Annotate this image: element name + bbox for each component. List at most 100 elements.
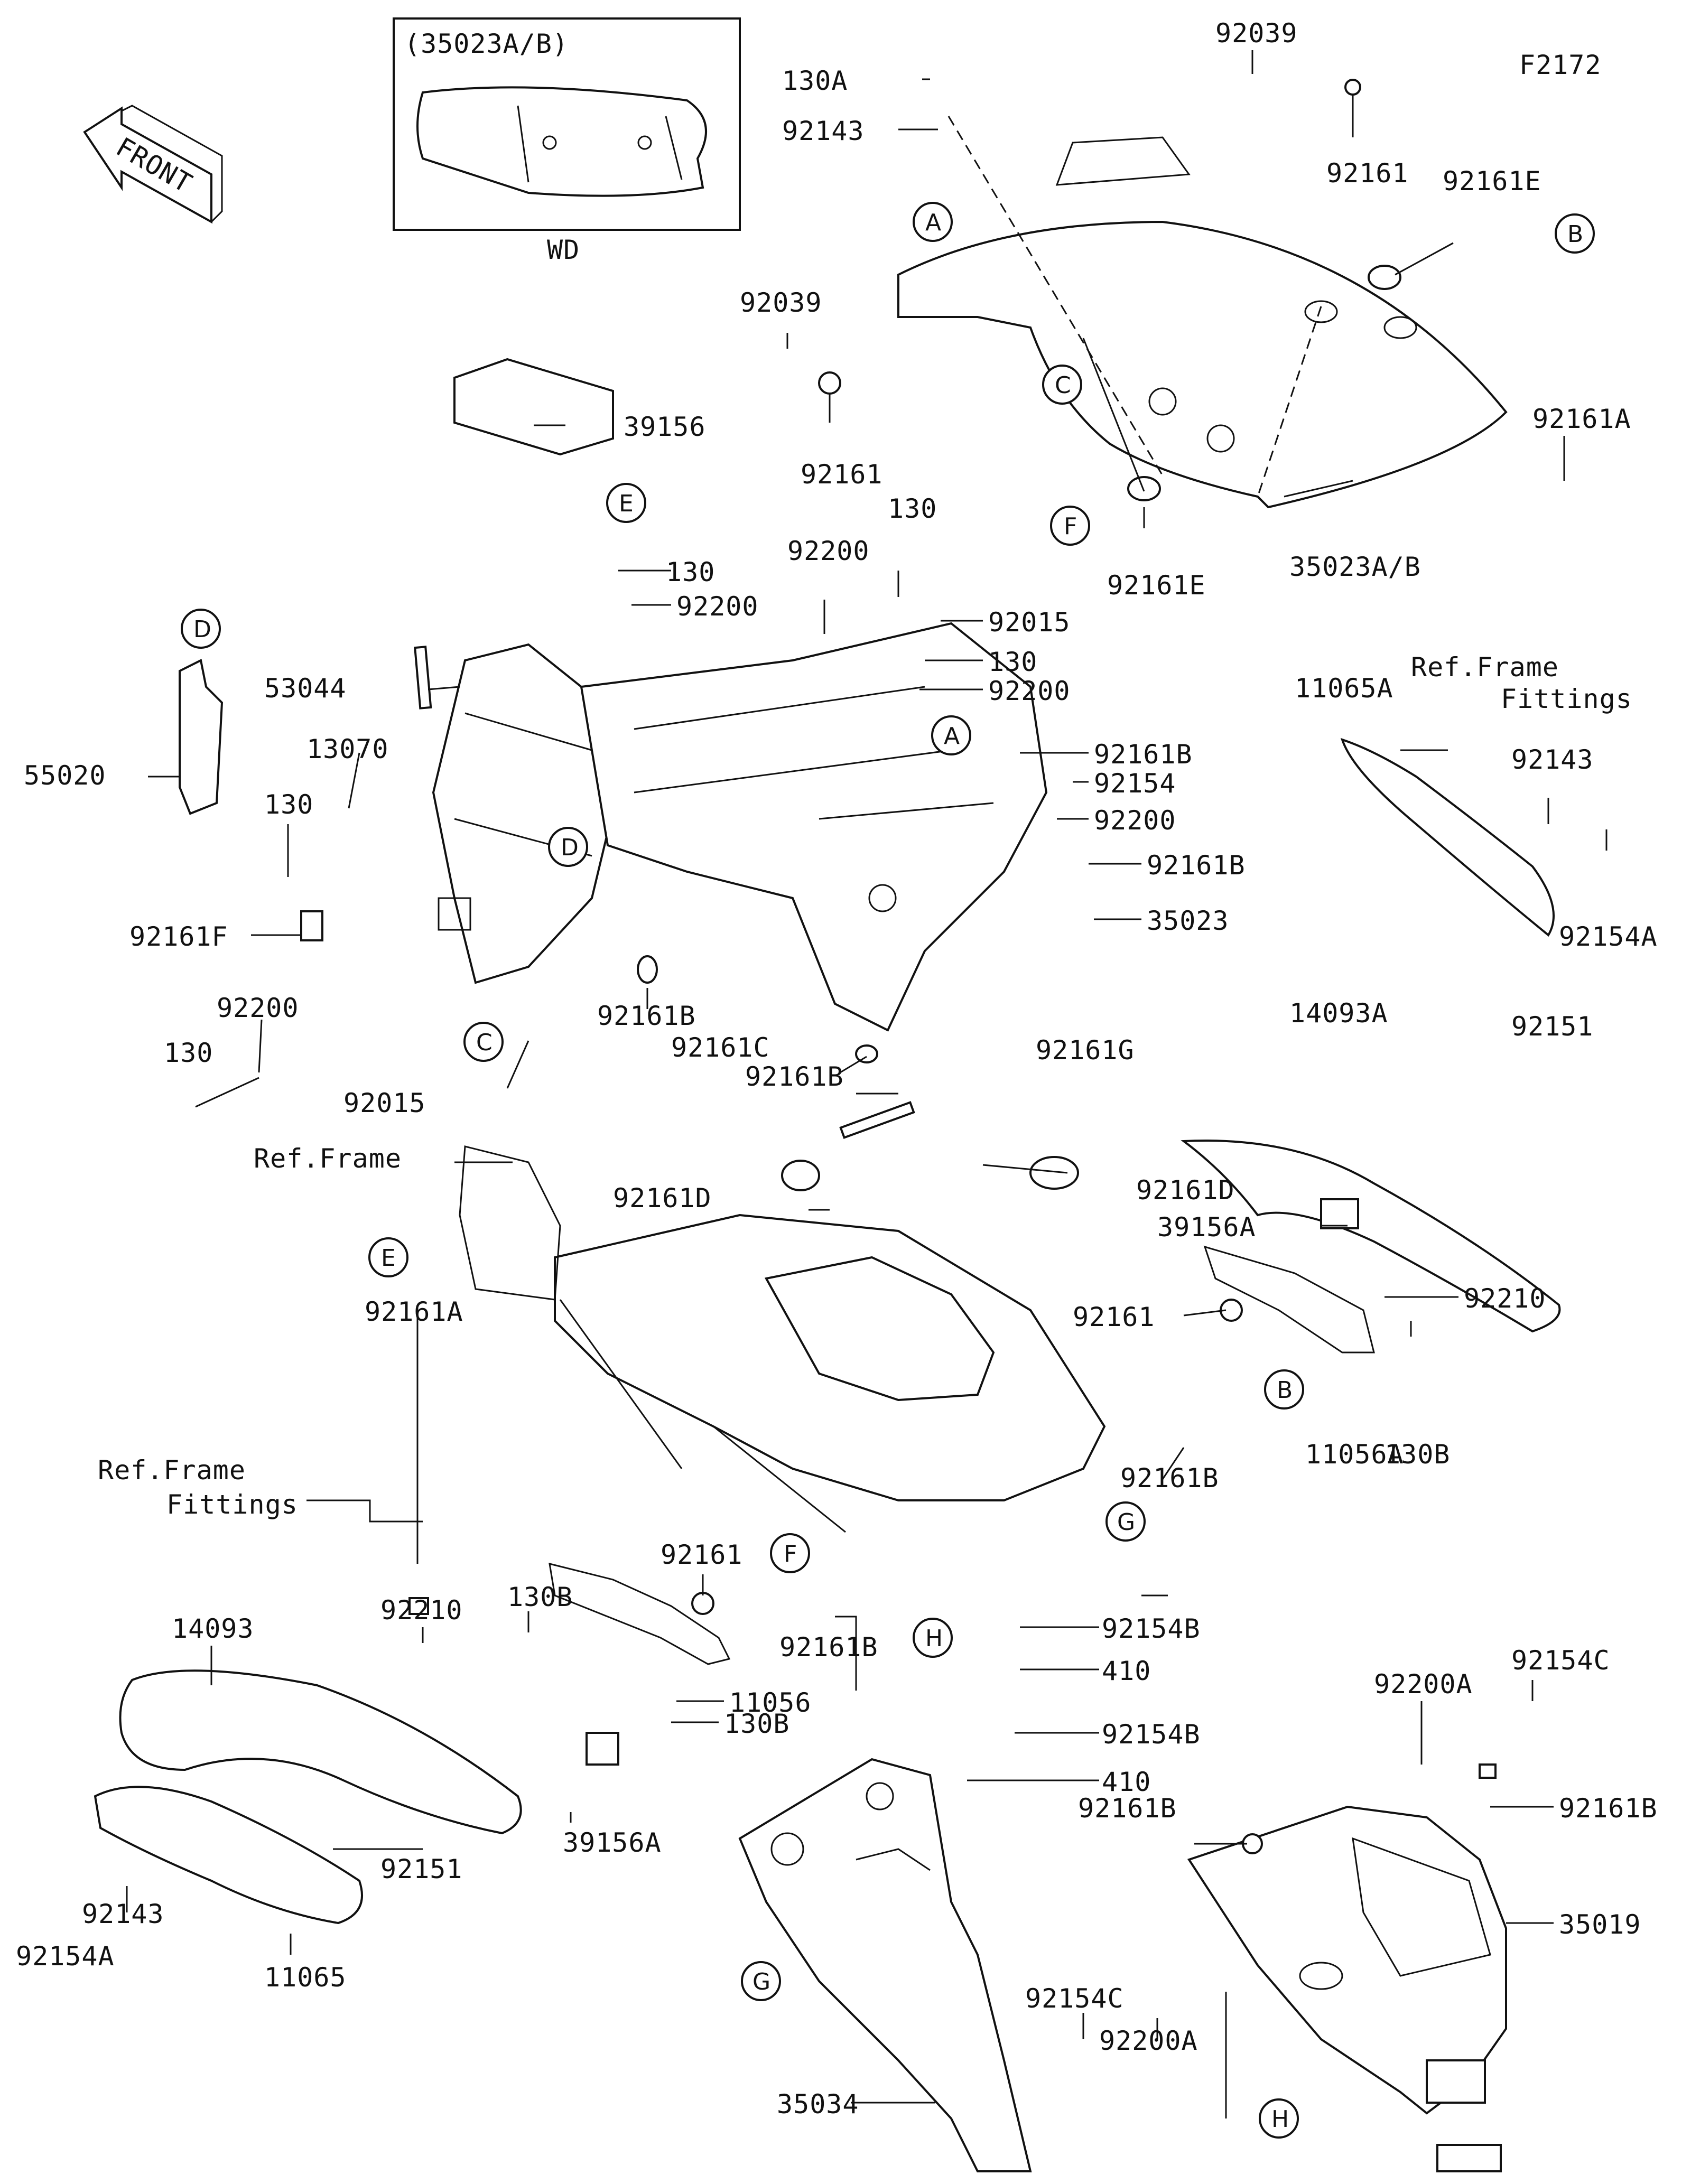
label-39156: 39156 <box>624 412 706 442</box>
label-92143-left: 92143 <box>82 1899 164 1929</box>
label-92200-e: 92200 <box>217 993 299 1023</box>
label-ref-frame-fittings-left-2: Fittings <box>166 1489 298 1520</box>
label-92161a-left: 92161A <box>365 1296 463 1327</box>
label-92154c-a: 92154C <box>1511 1645 1610 1676</box>
label-92015-a: 92015 <box>988 607 1071 638</box>
label-92200-a: 92200 <box>787 536 870 566</box>
label-410-a: 410 <box>1102 1656 1151 1686</box>
inset-wd: (35023A/B) WD <box>393 17 741 265</box>
rear-fender-35023ab <box>897 116 1508 509</box>
label-92161f: 92161F <box>129 921 228 952</box>
label-92161-b: 92161 <box>661 1539 743 1570</box>
label-92210-left: 92210 <box>380 1595 463 1626</box>
svg-text:G: G <box>1117 1509 1135 1536</box>
callout-h-2: H <box>1259 2098 1299 2139</box>
label-130b-right: 130B <box>1385 1439 1450 1470</box>
label-130-c: 130 <box>988 647 1037 677</box>
label-92161-right: 92161 <box>1073 1302 1155 1332</box>
label-92154b-a: 92154B <box>1102 1613 1201 1644</box>
svg-text:E: E <box>619 490 634 517</box>
label-92154a-left: 92154A <box>16 1941 115 1972</box>
label-92161b-d: 92161B <box>745 1061 844 1092</box>
svg-text:E: E <box>381 1245 396 1272</box>
callout-c-1: C <box>1042 365 1082 405</box>
label-410-b: 410 <box>1102 1767 1151 1797</box>
inset-code: (35023A/B) <box>404 29 569 59</box>
label-130-a: 130 <box>888 493 937 524</box>
label-35019: 35019 <box>1559 1909 1641 1940</box>
label-ref-frame: Ref.Frame <box>254 1143 402 1174</box>
label-14093a: 14093A <box>1289 998 1388 1029</box>
callout-c-2: C <box>463 1022 504 1062</box>
label-35023ab: 35023A/B <box>1289 552 1421 582</box>
label-92200a-b: 92200A <box>1099 2026 1198 2056</box>
label-92161d-b: 92161D <box>1136 1175 1235 1206</box>
label-35034: 35034 <box>777 2089 859 2120</box>
svg-text:G: G <box>752 1968 770 1995</box>
left-stay-parts <box>94 1562 731 1925</box>
label-92161: 92161 <box>1326 158 1409 189</box>
label-11065a: 11065A <box>1295 673 1393 704</box>
tail-housing-35019 <box>1187 1805 1507 2172</box>
callout-g-2: G <box>741 1961 781 2001</box>
label-92200a-a: 92200A <box>1374 1669 1473 1700</box>
label-92161b-g: 92161B <box>1078 1793 1177 1824</box>
label-ref-frame-fittings-left-1: Ref.Frame <box>98 1455 246 1486</box>
svg-text:H: H <box>925 1625 943 1652</box>
label-53044: 53044 <box>264 673 347 704</box>
label-130b-b: 130B <box>724 1709 789 1739</box>
label-92200-b: 92200 <box>676 591 759 622</box>
callout-b-1: B <box>1555 213 1595 254</box>
callout-f-2: F <box>770 1533 810 1573</box>
label-92154a-right: 92154A <box>1559 921 1658 952</box>
svg-text:A: A <box>944 723 960 750</box>
diagram-id: F2172 <box>1519 50 1602 80</box>
label-92154b-b: 92154B <box>1102 1719 1201 1750</box>
label-92161g: 92161G <box>1036 1035 1135 1066</box>
pad-39156 <box>453 358 614 456</box>
svg-text:C: C <box>476 1029 493 1056</box>
label-92143-right: 92143 <box>1511 744 1594 775</box>
callout-d-1: D <box>181 609 221 649</box>
label-130a: 130A <box>782 66 848 96</box>
label-92161e: 92161E <box>1443 166 1541 197</box>
label-92161b-h: 92161B <box>1559 1793 1658 1824</box>
callout-a-1: A <box>913 202 953 242</box>
label-55020: 55020 <box>24 760 106 791</box>
label-11056a: 11056A <box>1305 1439 1404 1470</box>
label-92210-right: 92210 <box>1464 1283 1546 1314</box>
svg-text:H: H <box>1271 2106 1289 2133</box>
label-130-d: 130 <box>264 789 313 820</box>
label-92161-mid: 92161 <box>801 459 883 490</box>
svg-text:B: B <box>1567 221 1583 248</box>
callout-h-1: H <box>913 1618 953 1658</box>
label-92161e-mid: 92161E <box>1107 570 1206 601</box>
svg-text:A: A <box>925 209 941 236</box>
label-92154c-b: 92154C <box>1025 1983 1124 2014</box>
label-92151-left: 92151 <box>380 1854 463 1884</box>
label-92039-left: 92039 <box>740 287 822 318</box>
callout-e-2: E <box>368 1237 408 1277</box>
label-92200-c: 92200 <box>988 676 1071 706</box>
label-35023: 35023 <box>1147 906 1229 936</box>
label-ref-frame-fittings-right-1: Ref.Frame <box>1411 652 1559 683</box>
label-92161b-c: 92161B <box>597 1001 696 1031</box>
label-92161d-a: 92161D <box>613 1183 712 1214</box>
leader-lines <box>126 50 1608 2118</box>
label-39156a-left: 39156A <box>563 1827 662 1858</box>
label-92151-right: 92151 <box>1511 1011 1594 1042</box>
side-cover-55020 <box>179 659 224 815</box>
battery-case-assembly <box>432 643 625 984</box>
callout-e-1: E <box>606 483 646 523</box>
svg-text:D: D <box>561 834 579 861</box>
frame-ref <box>459 1145 1106 1533</box>
svg-text:F: F <box>1064 513 1077 540</box>
callout-g-1: G <box>1105 1501 1146 1542</box>
callout-d-2: D <box>548 827 588 867</box>
label-92143: 92143 <box>782 116 865 146</box>
svg-text:F: F <box>784 1541 797 1567</box>
label-92154: 92154 <box>1094 768 1176 799</box>
label-14093: 14093 <box>172 1613 254 1644</box>
callout-circles: A B C F E D A D C E B G F H G H <box>181 202 1595 2139</box>
label-130-e: 130 <box>164 1038 213 1068</box>
